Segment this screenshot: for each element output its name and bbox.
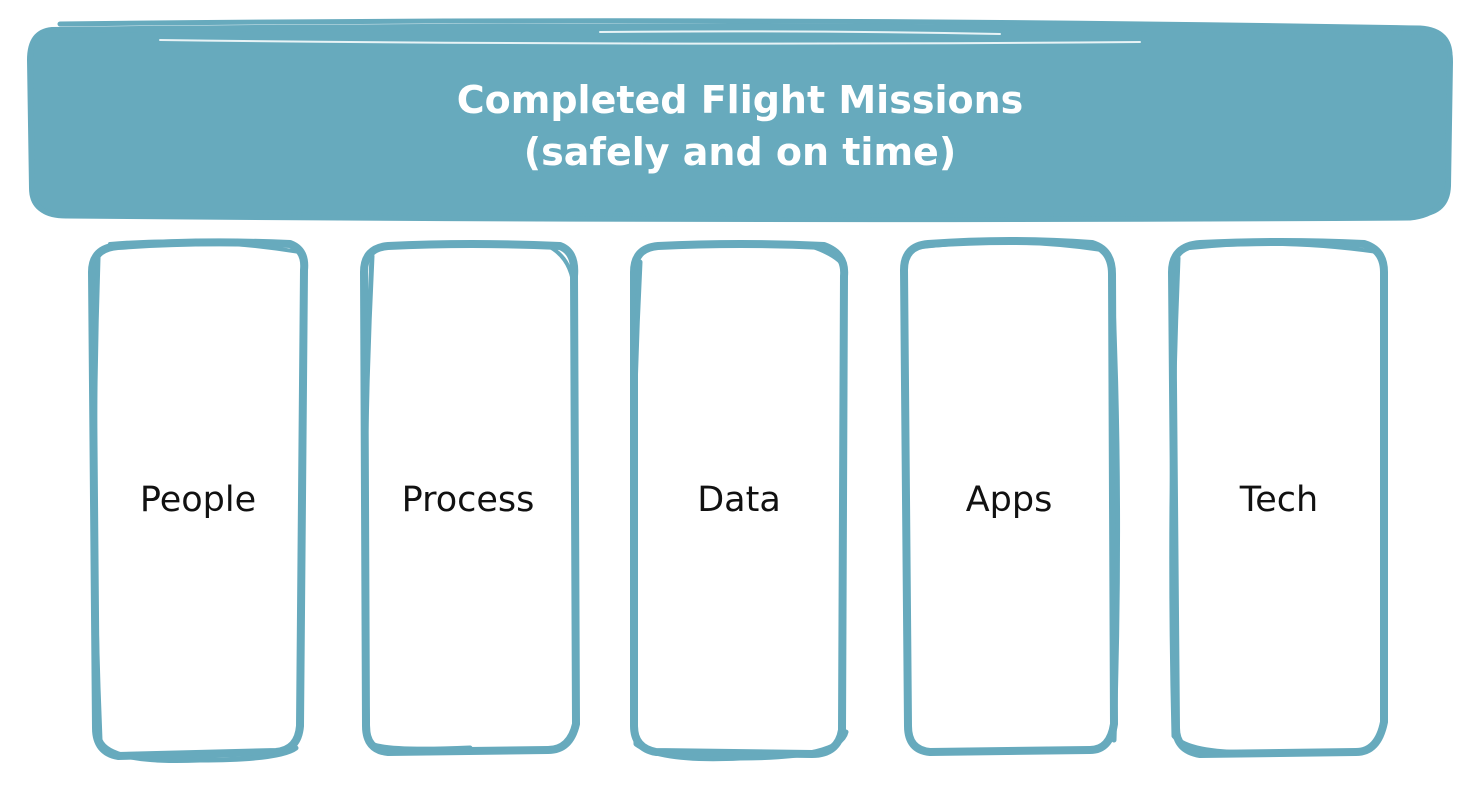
pillar-apps	[900, 237, 1121, 756]
pillar-data	[630, 240, 849, 762]
pillar-people	[88, 238, 309, 764]
pillar-process	[360, 240, 580, 756]
pillar-label-tech: Tech	[1239, 480, 1319, 520]
pillar-label-process: Process	[401, 480, 535, 520]
banner-title-line-2: (safely and on time)	[523, 130, 957, 174]
banner	[27, 18, 1453, 223]
banner-highlight	[159, 39, 1141, 45]
banner-title-line-1: Completed Flight Missions	[456, 78, 1024, 122]
pillar-tech	[1168, 238, 1388, 758]
pillar-label-data: Data	[697, 480, 781, 520]
pillar-label-apps: Apps	[965, 480, 1053, 520]
banner-title: Completed Flight Missions (safely and on…	[30, 74, 1450, 178]
banner-sketch-bottom	[31, 177, 1451, 223]
banner-highlight-2	[599, 30, 1001, 35]
banner-sketch-top	[57, 18, 1453, 63]
pillar-label-people: People	[139, 480, 257, 520]
